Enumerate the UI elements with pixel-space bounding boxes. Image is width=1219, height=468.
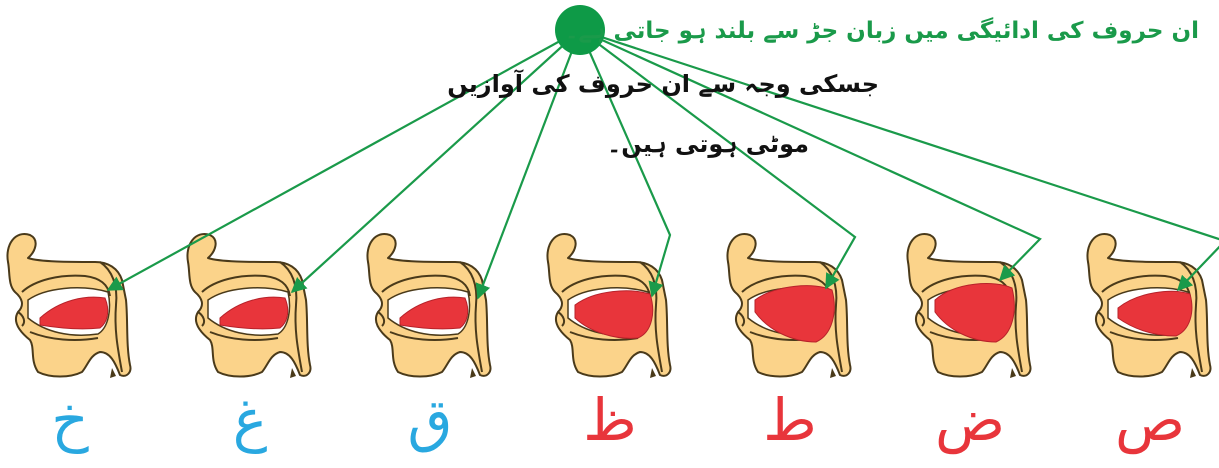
pointer-arrow [106, 29, 581, 291]
pointer-arrow [579, 28, 1042, 282]
head-diagram [6, 233, 132, 378]
pointer-arrow [475, 29, 582, 300]
origin-dot [555, 5, 605, 55]
arabic-letter: غ [232, 386, 268, 454]
head-diagram [186, 233, 312, 378]
arabic-letter: خ [51, 386, 89, 454]
arabic-letter: ص [1114, 386, 1186, 454]
caption-line-3: موٹی ہوتی ہیں۔ [607, 130, 809, 158]
pointer-arrow [579, 28, 1219, 292]
pointer-arrow [578, 29, 672, 298]
pointer-arrow [290, 29, 581, 294]
arabic-letter: ض [934, 386, 1006, 454]
pointer-arrow [579, 29, 857, 290]
head-diagram [366, 233, 492, 378]
head-diagram [906, 233, 1032, 378]
caption-line-1: ان حروف کی ادائیگی میں زبان جڑ سے بلند ہ… [565, 18, 1199, 44]
arabic-letter: ط [763, 386, 817, 454]
head-diagram [1086, 233, 1212, 378]
arabic-letter: ظ [583, 386, 637, 454]
head-diagram [726, 233, 852, 378]
caption-line-2: جسکی وجہ سے ان حروف کی آوازیں [447, 70, 879, 98]
arabic-letter: ق [407, 386, 453, 454]
head-diagram [546, 233, 672, 378]
